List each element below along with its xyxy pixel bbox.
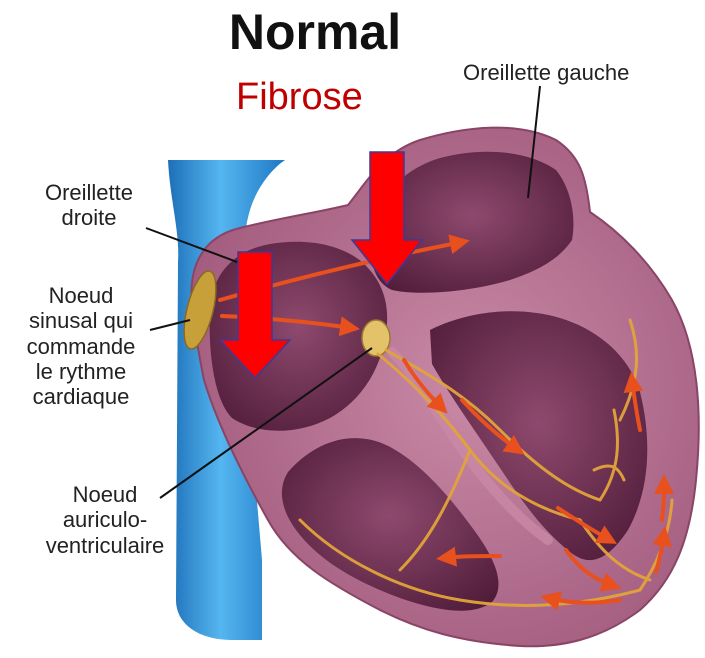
label-line: sinusal qui — [14, 308, 148, 333]
label-line: auriculo- — [26, 507, 184, 532]
label-oreillette-gauche: Oreillette gauche — [463, 60, 629, 85]
label-noeud-auriculo-ventriculaire: Noeud auriculo- ventriculaire — [26, 482, 184, 558]
fibrose-label: Fibrose — [236, 76, 363, 120]
label-line: Noeud — [26, 482, 184, 507]
label-line: ventriculaire — [26, 533, 184, 558]
label-line: le rythme — [14, 359, 148, 384]
page-title: Normal — [0, 4, 630, 62]
label-line: Noeud — [14, 283, 148, 308]
label-line: cardiaque — [14, 384, 148, 409]
label-noeud-sinusal: Noeud sinusal qui commande le rythme car… — [14, 283, 148, 409]
label-oreillette-droite: Oreillette droite — [30, 180, 148, 231]
label-line: droite — [30, 205, 148, 230]
label-line: commande — [14, 334, 148, 359]
label-line: Oreillette — [30, 180, 148, 205]
